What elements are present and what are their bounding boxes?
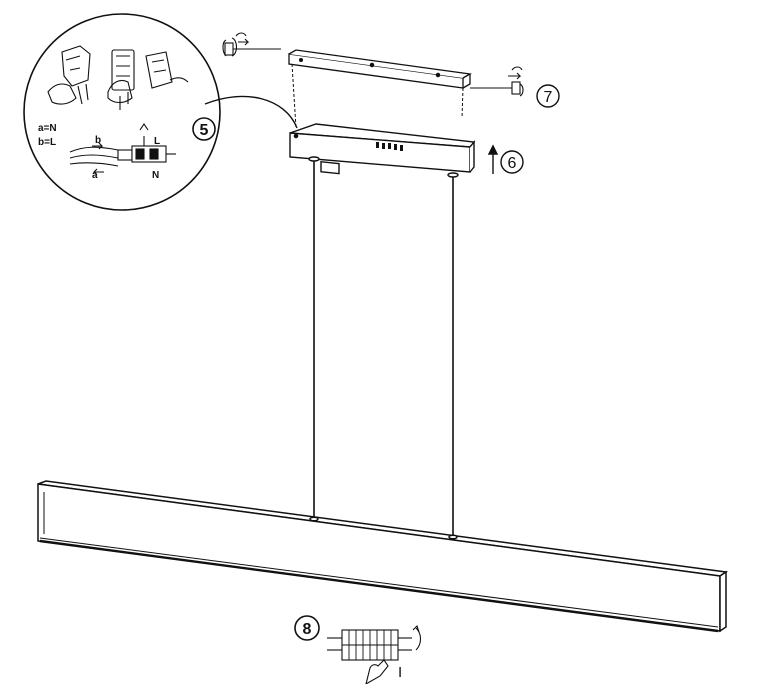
step-5-badge: 5	[192, 117, 216, 141]
svg-text:8: 8	[303, 621, 312, 638]
terminal-l-label: L	[154, 136, 160, 147]
svg-text:7: 7	[544, 89, 553, 106]
left-screw	[222, 32, 281, 57]
hands-sketch	[47, 45, 189, 110]
terminal-n-label: N	[152, 170, 159, 181]
svg-text:5: 5	[200, 122, 209, 139]
svg-text:6: 6	[508, 155, 517, 172]
right-screw	[470, 66, 524, 97]
linear-pendant-luminaire	[37, 480, 729, 633]
inset-leader-line	[204, 95, 298, 129]
mounting-bracket	[288, 49, 472, 89]
upward-arrow	[487, 144, 499, 174]
canopy-driver-box	[289, 123, 476, 178]
wiring-detail-inset: a=N b=L b a L N	[23, 13, 298, 211]
step-8-badge: 8	[294, 615, 320, 641]
step-7-badge: 7	[536, 84, 560, 108]
switch-position-label: I	[398, 664, 402, 681]
switch-detail-sketch	[327, 624, 422, 684]
wire-a-label: a	[92, 170, 98, 181]
step-6-badge: 6	[500, 150, 524, 174]
suspension-cables	[313, 161, 454, 535]
wire-b-label: b	[95, 135, 101, 146]
wiring-legend-a: a=N	[38, 123, 57, 134]
terminal-block-sketch	[69, 123, 176, 176]
wiring-legend-b: b=L	[38, 137, 56, 148]
alignment-lines	[291, 63, 464, 129]
